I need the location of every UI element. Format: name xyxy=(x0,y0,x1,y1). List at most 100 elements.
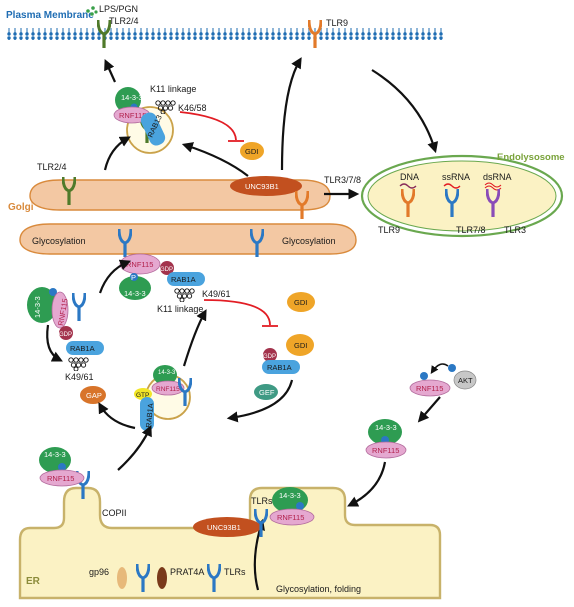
rnf115-akt-label: RNF115 xyxy=(416,384,443,393)
tlr24-surface-label: TLR2/4 xyxy=(109,16,139,26)
prat4a-protein xyxy=(157,567,167,589)
inhibition-line-mid xyxy=(203,299,271,326)
unc93b1-er-label: UNC93B1 xyxy=(207,523,241,532)
14-3-3-mid-label: 14-3-3 xyxy=(124,289,146,298)
rnf115-1433-cytosol: 14-3-3 RNF115 xyxy=(365,419,407,459)
glycosylation-folding-label: Glycosylation, folding xyxy=(276,584,361,594)
golgi-label: Golgi xyxy=(8,202,34,213)
tlr9-endo-label: TLR9 xyxy=(378,225,400,235)
k46-58-label: K46/58 xyxy=(178,103,207,113)
gdp-rab xyxy=(263,348,277,362)
plasma-membrane-bilayer xyxy=(5,28,445,40)
unc93b1-golgi xyxy=(230,176,302,196)
arrow-golgi-to-vesicle xyxy=(103,136,131,171)
arrow-to-gap xyxy=(98,402,136,430)
gdi-rab xyxy=(286,334,314,356)
phospho-er-icon xyxy=(296,502,304,510)
rnf115-copii xyxy=(39,469,85,487)
phospho-mid-icon xyxy=(130,273,138,281)
gdi-rab-label: GDI xyxy=(294,341,307,350)
k11-linkage-mid-label: K11 linkage xyxy=(157,304,203,314)
gdp-left-label: GDP xyxy=(59,332,72,338)
rab1a-golgi-complex: RNF115 14-3-3 P GDP RAB1A K49/61 K11 lin… xyxy=(119,253,231,314)
lps-pgn-ligand xyxy=(86,6,98,16)
rnf115-cytosol xyxy=(365,441,407,459)
phospho-left-icon xyxy=(49,288,57,296)
copii-label: COPII xyxy=(102,508,127,518)
arrow-cytosol-to-er xyxy=(347,461,387,507)
rnf115-er xyxy=(269,508,315,526)
rnf115-left xyxy=(51,291,69,329)
rnf115-copii-label: RNF115 xyxy=(47,474,74,483)
gdi-mid xyxy=(287,292,315,312)
akt-protein xyxy=(453,370,477,390)
tlr3-endo-label: TLR3 xyxy=(504,225,526,235)
arrow-unc93b1-to-vesicle xyxy=(181,142,249,177)
rab1a-left xyxy=(66,341,104,355)
arrow-copii-to-vesicle xyxy=(117,424,152,471)
k49-61-left-label: K49/61 xyxy=(65,372,94,382)
tlr9-surface-label: TLR9 xyxy=(326,18,348,28)
gdi-mid-label: GDI xyxy=(294,298,307,307)
14-3-3-label: 14-3-3 xyxy=(121,93,143,102)
14-3-3-cytosol xyxy=(368,419,402,445)
phospho-akt-icon xyxy=(448,364,456,372)
gp96-protein xyxy=(117,567,127,589)
arrow-left-ubiquitination xyxy=(46,324,63,362)
gef-protein xyxy=(254,384,278,400)
gtp-rab1a-vesicle: 14-3-3 RNF115 GTP RAB1A xyxy=(134,365,192,431)
plasma-membrane: Plasma Membrane LPS/PGN TLR2/4 TLR9 xyxy=(5,4,445,49)
tlr78-endo-label: TLR7/8 xyxy=(456,225,486,235)
akt-phosphorylation: AKT RNF115 xyxy=(409,363,477,397)
arrow-center-to-mid xyxy=(182,309,207,367)
rab13-protein xyxy=(140,112,166,146)
tlr24-golgi-label: TLR2/4 xyxy=(37,162,67,172)
gdp-mid-label: GDP xyxy=(160,267,173,273)
rnf115-center xyxy=(151,380,185,396)
inhibition-line-top xyxy=(179,111,237,141)
rnf115-cytosol-label: RNF115 xyxy=(372,446,399,455)
rab13-vesicle-complex: 14-3-3 RNF115 RAB13 K11 linkage K46/58 xyxy=(113,84,207,154)
gdi-top-label: GDI xyxy=(245,147,258,156)
er-label: ER xyxy=(26,576,41,587)
arrow-gef-to-vesicle xyxy=(226,379,294,423)
arrow-akt-phosphorylation xyxy=(430,363,449,374)
golgi: Golgi TLR2/4 Glycosylation Glycosylation… xyxy=(8,162,357,258)
golgi-cisterna-lower xyxy=(19,223,357,255)
tlrs-right-label: TLRs xyxy=(251,496,273,506)
k11-linkage-top-label: K11 linkage xyxy=(150,84,196,94)
ssrna-strand xyxy=(443,183,461,189)
arrow-akt-to-1433 xyxy=(417,396,441,423)
14-3-3-center-label: 14-3-3 xyxy=(158,370,176,376)
rab1a-left-complex: 14-3-3 RNF115 GDP RAB1A K49/61 xyxy=(27,287,104,382)
gp96-label: gp96 xyxy=(89,567,109,577)
arrow-left-to-mid xyxy=(98,259,132,294)
arrow-to-plasma-membrane xyxy=(104,58,117,83)
gtp-center-label: GTP xyxy=(136,392,149,399)
endolysosome-inner-membrane xyxy=(367,160,557,232)
plasma-membrane-label: Plasma Membrane xyxy=(6,10,94,21)
14-3-3-mid xyxy=(119,276,151,300)
rnf115-center-label: RNF115 xyxy=(156,386,180,393)
gtp-center xyxy=(134,388,152,400)
14-3-3-left xyxy=(27,287,57,323)
gdp-rab-label: GDP xyxy=(263,354,276,360)
glycosylation-right-label: Glycosylation xyxy=(282,236,336,246)
rab1a-gdi-label: RAB1A xyxy=(267,363,292,372)
gdp-mid xyxy=(160,261,174,275)
phospho-copii-icon xyxy=(58,463,66,471)
14-3-3-left-label: 14-3-3 xyxy=(33,296,42,318)
tlr-left-receptor xyxy=(72,292,86,322)
14-3-3-center xyxy=(153,365,177,385)
er-membrane xyxy=(18,486,442,600)
rab1a-mid xyxy=(167,272,205,286)
unc93b1-golgi-label: UNC93B1 xyxy=(245,182,279,191)
p-mid-label: P xyxy=(131,273,136,282)
endolysosome: Endolysosome DNA ssRNA dsRNA TLR9 TLR7/8… xyxy=(360,152,565,238)
arrow-tlr9-to-endolysosome xyxy=(371,69,439,154)
lps-pgn-label: LPS/PGN xyxy=(99,4,138,14)
akt-label: AKT xyxy=(458,376,473,385)
ssrna-label: ssRNA xyxy=(442,172,470,182)
gdi-top xyxy=(240,142,264,160)
